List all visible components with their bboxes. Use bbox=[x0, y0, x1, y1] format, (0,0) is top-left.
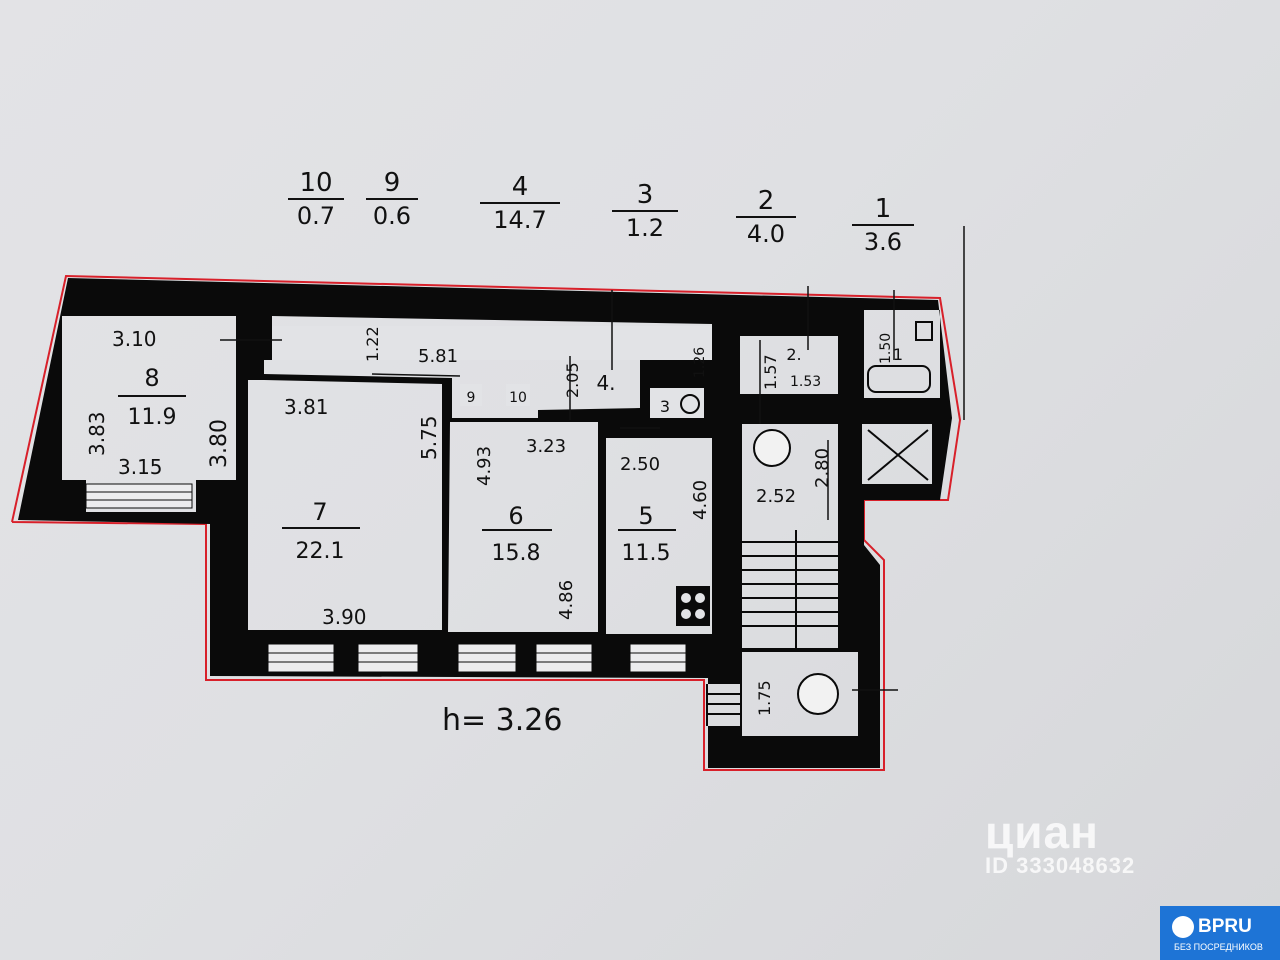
label-room-2: 2. bbox=[786, 345, 801, 364]
label-room-1: 1 bbox=[893, 345, 903, 364]
fraction-number: 2 bbox=[736, 186, 796, 218]
fraction-room-3: 3 1.2 bbox=[612, 180, 678, 244]
room-6-number: 6 bbox=[508, 502, 523, 530]
windows bbox=[267, 643, 687, 673]
round-stove-upper bbox=[753, 429, 791, 467]
dim-1-22: 1.22 bbox=[363, 326, 382, 362]
fraction-room-1: 1 3.6 bbox=[852, 194, 914, 258]
staircase bbox=[708, 530, 838, 715]
dim-5-75: 5.75 bbox=[417, 415, 441, 460]
dim-3-10: 3.10 bbox=[112, 327, 157, 351]
red-outline bbox=[11, 274, 962, 771]
dim-4-86: 4.86 bbox=[556, 580, 577, 620]
fraction-number: 10 bbox=[288, 168, 344, 200]
room-5-number: 5 bbox=[638, 502, 653, 530]
ceiling-height-note: h= 3.26 bbox=[442, 703, 562, 738]
fraction-area: 3.6 bbox=[863, 228, 903, 256]
kitchen-stove bbox=[676, 586, 710, 626]
dim-3-81: 3.81 bbox=[284, 395, 329, 419]
wc-room-3 bbox=[650, 388, 704, 418]
dimension-labels: 3.10 3.83 3.80 3.15 3.81 5.75 1.22 5.81 … bbox=[85, 326, 894, 716]
closet-10 bbox=[506, 384, 530, 406]
dim-3-23: 3.23 bbox=[526, 436, 566, 457]
closet-9 bbox=[460, 384, 482, 406]
dim-2-50: 2.50 bbox=[620, 454, 660, 475]
label-room-10: 10 bbox=[509, 390, 527, 406]
wc-bowl bbox=[680, 394, 700, 414]
badge-subtitle: БЕЗ ПОСРЕДНИКОВ bbox=[1174, 942, 1263, 952]
room-8-area: 11.9 bbox=[128, 405, 177, 430]
wall-mass bbox=[18, 278, 952, 768]
label-room-4: 4. bbox=[596, 371, 615, 395]
dim-3-80: 3.80 bbox=[207, 419, 232, 468]
fraction-area: 1.2 bbox=[625, 214, 665, 242]
room-7-number: 7 bbox=[312, 498, 327, 526]
room-7-area: 22.1 bbox=[296, 539, 345, 564]
room-8-number: 8 bbox=[144, 364, 159, 392]
dimension-lines bbox=[220, 226, 965, 691]
watermark-id: ID 333048632 bbox=[985, 853, 1136, 878]
bathtub bbox=[867, 365, 931, 393]
fraction-room-10: 10 0.7 bbox=[288, 168, 344, 232]
dim-1-75: 1.75 bbox=[755, 680, 774, 716]
dim-1-26: 1.26 bbox=[692, 347, 708, 378]
fraction-room-2: 2 4.0 bbox=[736, 186, 796, 250]
dim-1-57: 1.57 bbox=[761, 354, 780, 390]
fraction-number: 3 bbox=[612, 180, 678, 212]
badge-title: BPRU bbox=[1198, 916, 1252, 937]
fraction-room-9: 9 0.6 bbox=[366, 168, 418, 232]
window-room-8 bbox=[85, 483, 193, 509]
dim-4-60: 4.60 bbox=[690, 480, 711, 520]
room-6-area: 15.8 bbox=[492, 541, 541, 566]
sink bbox=[915, 321, 933, 341]
fraction-room-4: 4 14.7 bbox=[480, 172, 560, 236]
fraction-number: 1 bbox=[852, 194, 914, 226]
dim-3-15: 3.15 bbox=[118, 455, 163, 479]
dim-2-05: 2.05 bbox=[563, 362, 582, 398]
fraction-area: 4.0 bbox=[746, 220, 786, 248]
dim-3-83: 3.83 bbox=[85, 411, 109, 456]
bpru-badge[interactable]: BPRU БЕЗ ПОСРЕДНИКОВ bbox=[1160, 906, 1280, 960]
dim-1-53: 1.53 bbox=[790, 374, 821, 390]
corridor bbox=[272, 326, 712, 360]
dim-5-81: 5.81 bbox=[418, 346, 458, 367]
fraction-area: 0.7 bbox=[296, 202, 336, 230]
dim-2-52: 2.52 bbox=[756, 486, 796, 507]
fraction-number: 4 bbox=[480, 172, 560, 204]
people-icon bbox=[1172, 916, 1194, 938]
fraction-area: 14.7 bbox=[493, 206, 547, 234]
dim-2-80: 2.80 bbox=[812, 448, 833, 488]
fraction-number: 9 bbox=[366, 168, 418, 200]
label-room-3: 3 bbox=[660, 397, 670, 416]
dim-3-90: 3.90 bbox=[322, 605, 367, 629]
fraction-area: 0.6 bbox=[372, 202, 412, 230]
dim-4-93: 4.93 bbox=[474, 446, 495, 486]
label-room-9: 9 bbox=[467, 390, 476, 406]
room-5-area: 11.5 bbox=[622, 541, 671, 566]
round-stove-lower bbox=[797, 673, 839, 715]
dim-1-50: 1.50 bbox=[878, 333, 894, 364]
cian-watermark: циан ID 333048632 bbox=[985, 805, 1135, 879]
watermark-logo: циан bbox=[985, 806, 1099, 858]
elevator-shaft bbox=[867, 429, 929, 481]
room-labels: 8 11.9 7 22.1 6 15.8 5 11.5 9 10 4. 3 2.… bbox=[118, 345, 903, 566]
